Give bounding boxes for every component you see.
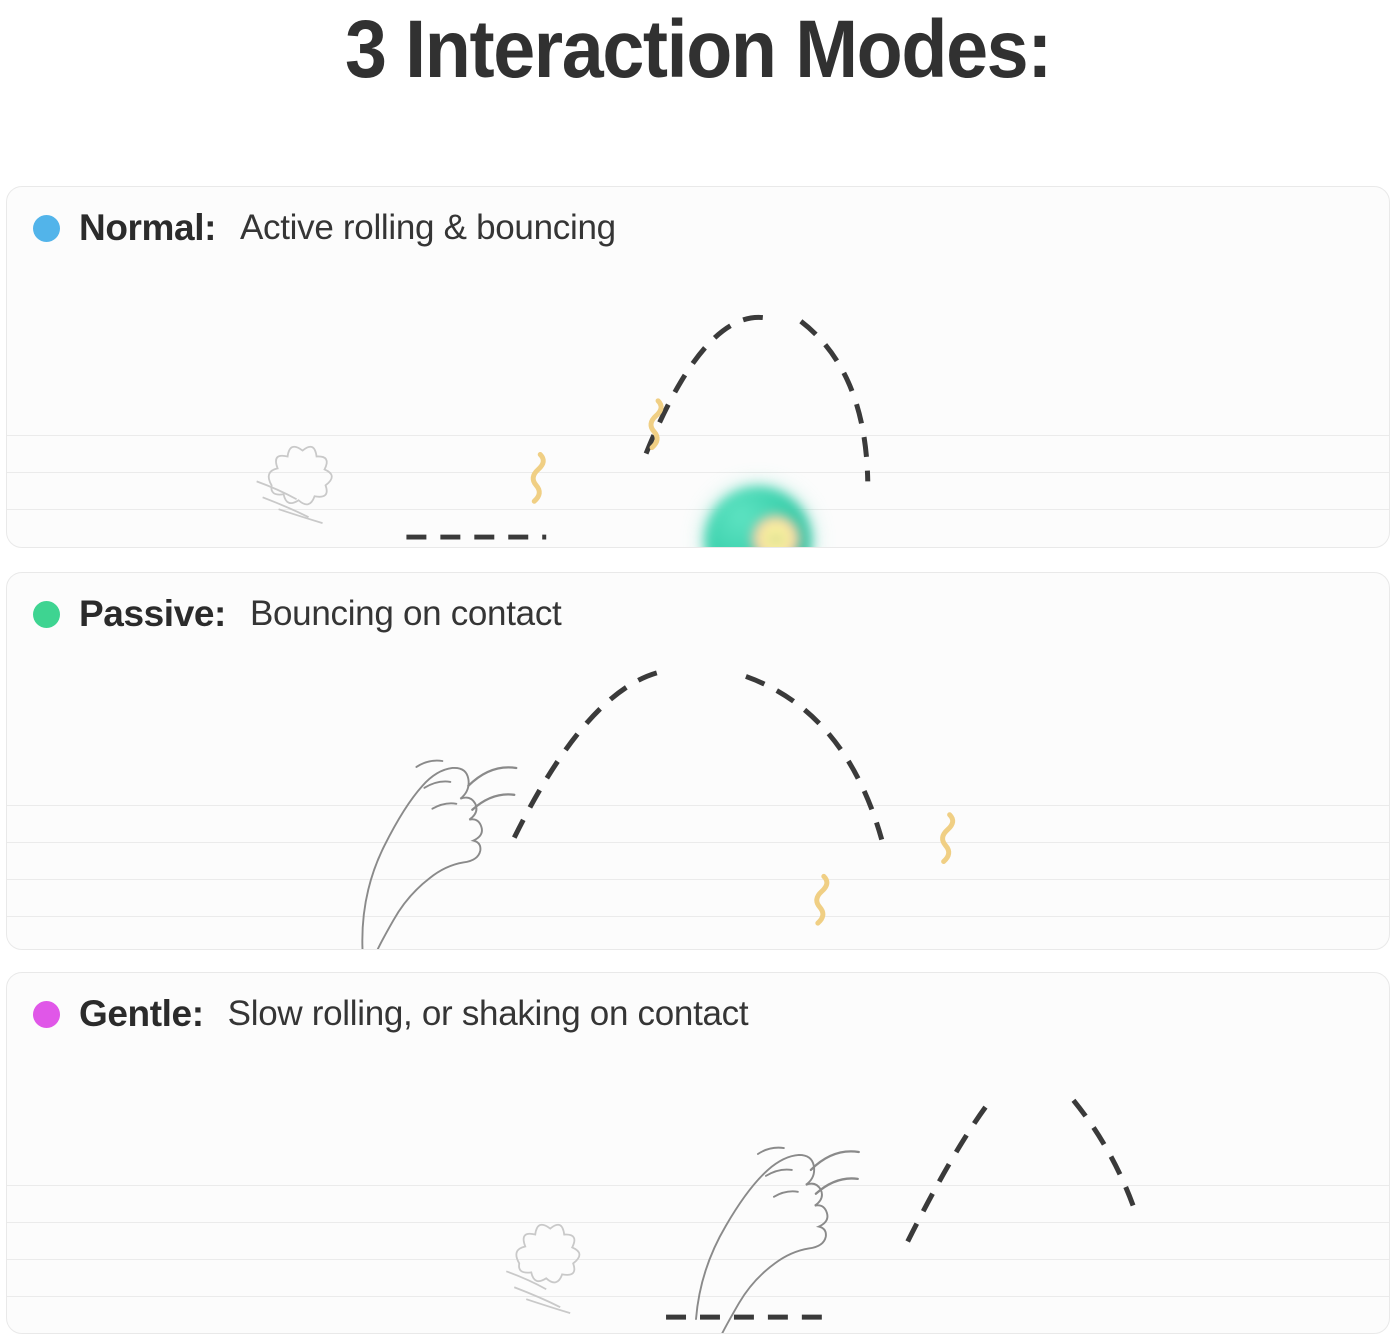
mode-card-gentle[interactable]: Gentle: Slow rolling, or shaking on cont… xyxy=(6,972,1390,1334)
paw-motion-lines-passive xyxy=(467,766,518,811)
dashed-bounce-up-normal xyxy=(643,314,769,455)
dust-puff-gentle xyxy=(505,1223,581,1314)
scene-normal xyxy=(256,314,871,540)
mode-card-passive[interactable]: Passive: Bouncing on contact A cat paw t… xyxy=(6,572,1390,950)
mode-header-normal: Normal: Active rolling & bouncing xyxy=(33,207,616,249)
dashed-bounce-up-gentle xyxy=(905,1102,990,1243)
cat-paw-passive xyxy=(361,759,483,949)
vibration-squiggles-normal xyxy=(530,398,664,504)
dashed-bounce-down-normal xyxy=(799,319,871,482)
mode-header-gentle: Gentle: Slow rolling, or shaking on cont… xyxy=(33,993,749,1035)
mode-label-passive: Passive: xyxy=(79,593,226,634)
scene-gentle xyxy=(505,1098,1140,1333)
mode-card-normal[interactable]: Normal: Active rolling & bouncing Ball r… xyxy=(6,186,1390,548)
dust-puff-normal xyxy=(256,445,333,524)
dashed-bounce-down-passive xyxy=(745,674,885,841)
mode-description-normal: Active rolling & bouncing xyxy=(240,208,616,247)
paw-motion-lines-gentle xyxy=(809,1150,860,1195)
mode-header-passive: Passive: Bouncing on contact xyxy=(33,593,562,635)
scene-passive xyxy=(361,670,956,949)
vibration-squiggles-passive xyxy=(814,812,956,926)
mode-dot-passive-icon xyxy=(33,600,60,628)
mode-label-normal: Normal: xyxy=(79,207,216,248)
cat-paw-gentle xyxy=(695,1146,829,1333)
mode-description-gentle: Slow rolling, or shaking on contact xyxy=(227,994,749,1033)
mode-dot-gentle-icon xyxy=(33,1000,60,1028)
mode-label-gentle: Gentle: xyxy=(79,993,204,1034)
mode-description-passive: Bouncing on contact xyxy=(249,594,562,633)
page-title: 3 Interaction Modes: xyxy=(345,4,1052,95)
mode-dot-normal-icon xyxy=(33,214,60,242)
dashed-bounce-down-gentle xyxy=(1071,1098,1140,1219)
dashed-bounce-up-passive xyxy=(512,670,659,839)
